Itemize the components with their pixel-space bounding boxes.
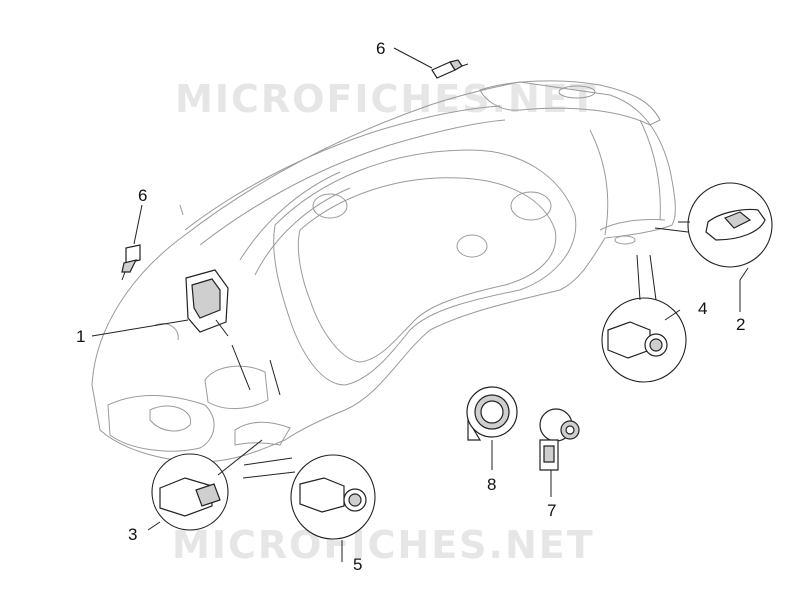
leader-lines [91,47,749,562]
part-6-top-bulb [431,59,469,79]
callout-5: 5 [353,555,362,574]
watermark-top: MICROFICHES.NET [175,77,598,121]
part-4-switch [601,254,687,383]
callout-6-top: 6 [376,39,385,58]
part-6-left-bulb [121,244,141,281]
callout-2: 2 [736,315,745,334]
part-3-switch [151,439,263,531]
callout-7: 7 [547,501,556,520]
callout-1: 1 [76,327,85,346]
part-1-switch [185,269,281,396]
part-8-ring [466,386,518,441]
callout-labels: 6 6 1 2 3 4 5 7 8 [76,39,745,574]
part-2-cap [654,182,773,268]
callout-8: 8 [487,475,496,494]
part-7-lock [539,408,580,471]
part-5-switch [242,454,376,540]
callout-3: 3 [128,525,137,544]
handlebar-cover-body [91,80,676,463]
callout-4: 4 [698,299,707,318]
callout-6-left: 6 [138,186,147,205]
watermark-bottom: MICROFICHES.NET [172,523,595,567]
